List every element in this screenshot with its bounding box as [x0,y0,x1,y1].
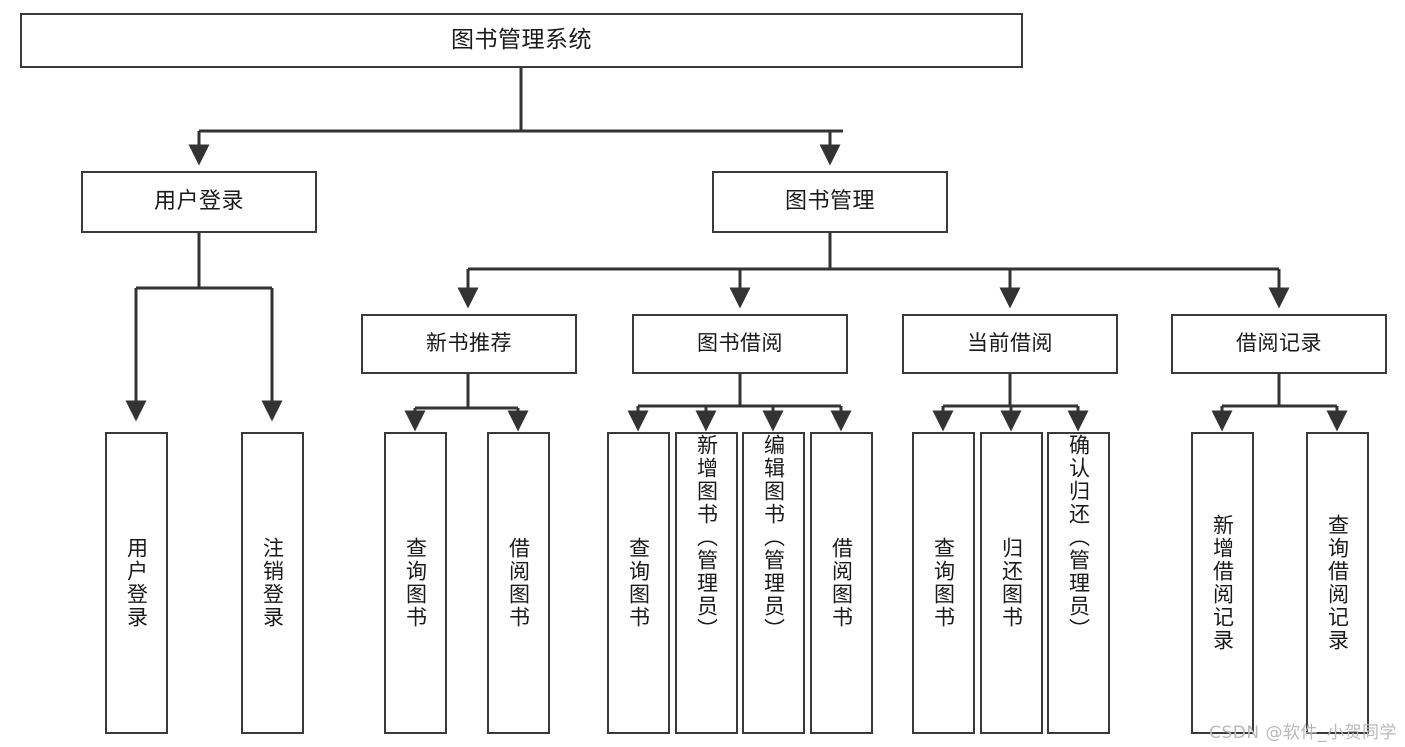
node-leaf-borrowrecord-add-record[interactable]: 新增借阅记录 [1191,432,1254,734]
node-leaf-bookborrow-query-book[interactable]: 查询图书 [607,432,670,734]
node-book-borrow[interactable]: 图书借阅 [632,314,848,374]
node-leaf-newbook-query-book[interactable]: 查询图书 [384,432,447,734]
node-new-book-recommend[interactable]: 新书推荐 [361,314,577,374]
node-leaf-user-login-logout[interactable]: 注销登录 [241,432,304,734]
node-label: 图书管理 [784,189,875,215]
node-label: 查询图书 [403,537,428,629]
node-current-borrow[interactable]: 当前借阅 [902,314,1118,374]
node-root-book-management-system[interactable]: 图书管理系统 [20,13,1023,68]
node-label: 查询借阅记录 [1325,514,1350,652]
node-label: 新增图书（管理员） [694,434,719,641]
node-book-management[interactable]: 图书管理 [712,171,948,233]
node-leaf-bookborrow-add-book-admin[interactable]: 新增图书（管理员） [675,432,738,734]
node-label: 新书推荐 [426,331,512,356]
node-label: 图书管理系统 [451,27,592,54]
node-label: 用户登录 [153,189,244,215]
node-label: 图书借阅 [697,331,783,356]
node-label: 借阅记录 [1236,331,1322,356]
watermark-text: CSDN @软件_小贺同学 [1209,723,1397,743]
node-label: 用户登录 [124,537,149,629]
node-leaf-bookborrow-borrow-book[interactable]: 借阅图书 [810,432,873,734]
node-label: 查询图书 [626,537,651,629]
node-label: 借阅图书 [506,537,531,629]
node-borrow-record[interactable]: 借阅记录 [1171,314,1387,374]
node-label: 确认归还（管理员） [1066,434,1091,641]
node-leaf-bookborrow-edit-book-admin[interactable]: 编辑图书（管理员） [742,432,805,734]
node-label: 当前借阅 [967,331,1053,356]
node-leaf-currentborrow-confirm-return-admin[interactable]: 确认归还（管理员） [1047,432,1110,734]
node-label: 新增借阅记录 [1210,514,1235,652]
node-leaf-newbook-borrow-book[interactable]: 借阅图书 [487,432,550,734]
node-leaf-user-login-login[interactable]: 用户登录 [105,432,168,734]
node-label: 查询图书 [931,537,956,629]
node-label: 借阅图书 [829,537,854,629]
node-user-login[interactable]: 用户登录 [81,171,317,233]
node-leaf-borrowrecord-query-record[interactable]: 查询借阅记录 [1306,432,1369,734]
node-label: 归还图书 [999,537,1024,629]
node-leaf-currentborrow-query-book[interactable]: 查询图书 [912,432,975,734]
node-label: 编辑图书（管理员） [761,434,786,641]
node-label: 注销登录 [260,537,285,629]
node-leaf-currentborrow-return-book[interactable]: 归还图书 [980,432,1043,734]
